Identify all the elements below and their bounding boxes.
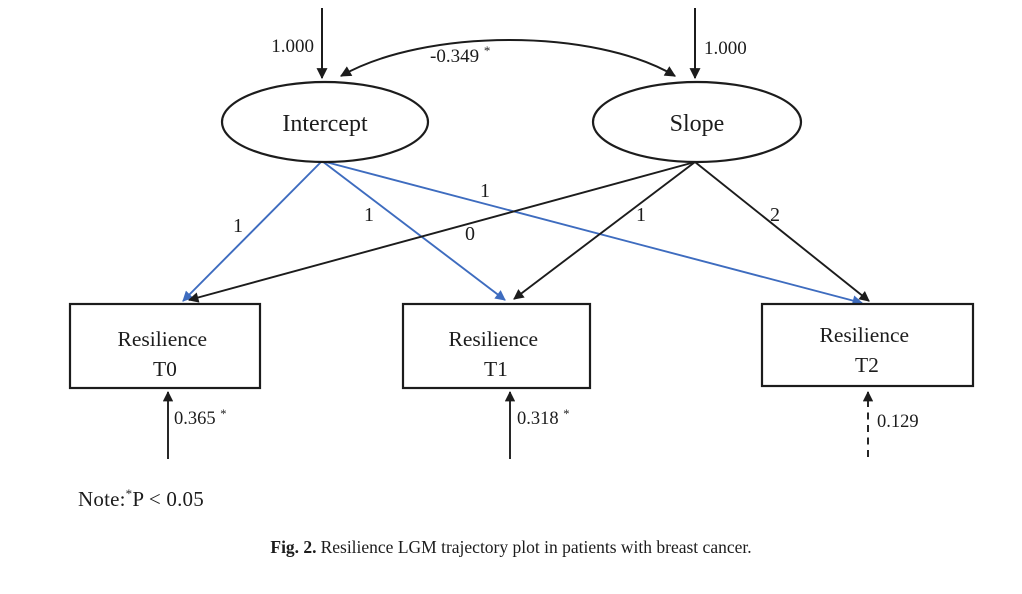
note-prefix: Note:	[78, 487, 126, 511]
latent-slope-ellipse	[591, 80, 803, 164]
slope-t0-path	[187, 161, 696, 303]
residual-t1-value: 0.318	[517, 409, 559, 429]
latent-slope-label: Slope	[670, 111, 725, 137]
observed-t2-line1: Resilience	[820, 323, 910, 347]
intercept-t0-loading-label: 1	[233, 215, 243, 237]
observed-t2-label: Resilience T2	[820, 323, 915, 377]
residual-t2-label: 0.129	[877, 412, 919, 432]
residual-t0-label: 0.365 *	[174, 407, 227, 429]
covariance-star: *	[484, 43, 491, 58]
observed-t2-box	[760, 302, 975, 388]
residual-t1-label: 0.318 *	[517, 407, 570, 429]
significance-note: Note:*P < 0.05	[78, 487, 204, 512]
slope-t0-loading-label: 0	[465, 223, 475, 245]
slope-t2-path	[694, 161, 870, 302]
slope-t1-loading-label: 1	[636, 204, 646, 226]
residual-t1-star: *	[563, 407, 569, 421]
observed-t1-label: Resilience T1	[449, 327, 544, 381]
note-star: *	[125, 486, 133, 501]
intercept-slope-covariance-arrow	[340, 39, 676, 77]
observed-t2-line2: T2	[855, 353, 879, 377]
observed-t1-line1: Resilience	[449, 327, 539, 351]
observed-t0-box	[68, 302, 262, 390]
covariance-label: -0.349 *	[430, 43, 490, 67]
note-text: P < 0.05	[132, 487, 204, 511]
slope-variance-label: 1.000	[704, 38, 747, 59]
slope-t1-path	[513, 161, 696, 300]
intercept-t2-path	[321, 160, 864, 306]
figure-caption: Fig. 2.Resilience LGM trajectory plot in…	[0, 537, 1022, 558]
covariance-value: -0.349	[430, 46, 479, 67]
observed-t0-line1: Resilience	[118, 327, 208, 351]
intercept-variance-label: 1.000	[271, 36, 314, 57]
latent-intercept-label: Intercept	[282, 111, 368, 137]
slope-t2-loading-label: 2	[770, 204, 780, 226]
latent-intercept-ellipse	[220, 80, 430, 164]
intercept-t1-loading-label: 1	[364, 204, 374, 226]
lgm-path-diagram: 1.000 1.000 -0.349 * 1 1 1 0 1 2 Interce…	[68, 8, 975, 459]
residual-t2-value: 0.129	[877, 412, 919, 432]
intercept-t1-path	[321, 160, 506, 301]
caption-text: Resilience LGM trajectory plot in patien…	[320, 537, 752, 557]
residual-t0-star: *	[220, 407, 226, 421]
observed-t0-label: Resilience T0	[118, 327, 213, 381]
observed-t1-line2: T1	[484, 357, 508, 381]
caption-number: Fig. 2.	[270, 537, 317, 557]
intercept-t2-loading-label: 1	[480, 180, 490, 202]
observed-t1-box	[401, 302, 592, 390]
intercept-t0-path	[182, 160, 323, 302]
residual-t0-value: 0.365	[174, 409, 216, 429]
observed-t0-line2: T0	[153, 357, 177, 381]
